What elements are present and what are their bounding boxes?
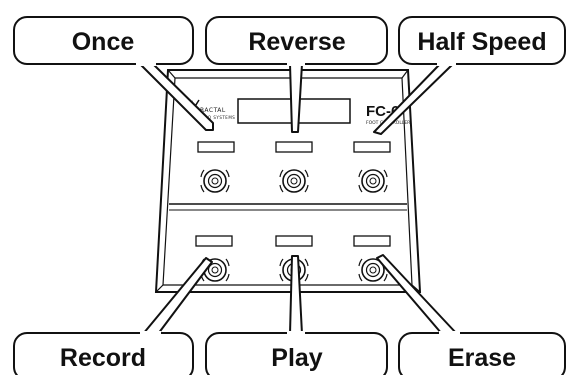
callout-play: Play bbox=[205, 255, 388, 375]
callout-record-label: Record bbox=[60, 344, 146, 372]
scribble-strip-3 bbox=[353, 141, 391, 153]
callout-erase-pointer bbox=[376, 254, 458, 335]
brand-subtitle: AUDIO SYSTEMS bbox=[196, 115, 235, 120]
scribble-strip-2 bbox=[275, 141, 313, 153]
callout-half-speed-box bbox=[398, 16, 566, 65]
callout-record-pointer bbox=[142, 257, 213, 335]
callout-once-box bbox=[13, 16, 194, 65]
callout-erase: Erase bbox=[376, 254, 566, 375]
callout-play-pointer bbox=[289, 255, 303, 335]
scribble-strip-4 bbox=[195, 235, 233, 247]
callout-half-speed-label: Half Speed bbox=[417, 28, 546, 56]
callout-play-label: Play bbox=[271, 344, 323, 372]
brand-name: FRACTAL bbox=[196, 107, 226, 114]
scribble-strip-1 bbox=[197, 141, 235, 153]
callout-erase-box bbox=[398, 332, 566, 375]
scribble-strip-5 bbox=[275, 235, 313, 247]
callout-record-box bbox=[13, 332, 194, 375]
callout-half-speed-pointer bbox=[373, 63, 454, 135]
callout-reverse: Reverse bbox=[205, 16, 388, 133]
callout-record: Record bbox=[13, 257, 213, 375]
footswitch-6[interactable] bbox=[358, 258, 388, 282]
callout-once-pointer bbox=[139, 63, 214, 131]
callout-once: Once bbox=[13, 16, 214, 131]
scribble-strip-6 bbox=[353, 235, 391, 247]
footswitch-1[interactable] bbox=[200, 169, 230, 193]
callout-reverse-label: Reverse bbox=[248, 28, 345, 56]
callout-once-label: Once bbox=[72, 28, 135, 56]
footswitch-2[interactable] bbox=[279, 169, 309, 193]
callout-half-speed: Half Speed bbox=[373, 16, 566, 135]
callout-reverse-pointer bbox=[289, 63, 303, 133]
callout-erase-label: Erase bbox=[448, 344, 516, 372]
footswitch-3[interactable] bbox=[358, 169, 388, 193]
